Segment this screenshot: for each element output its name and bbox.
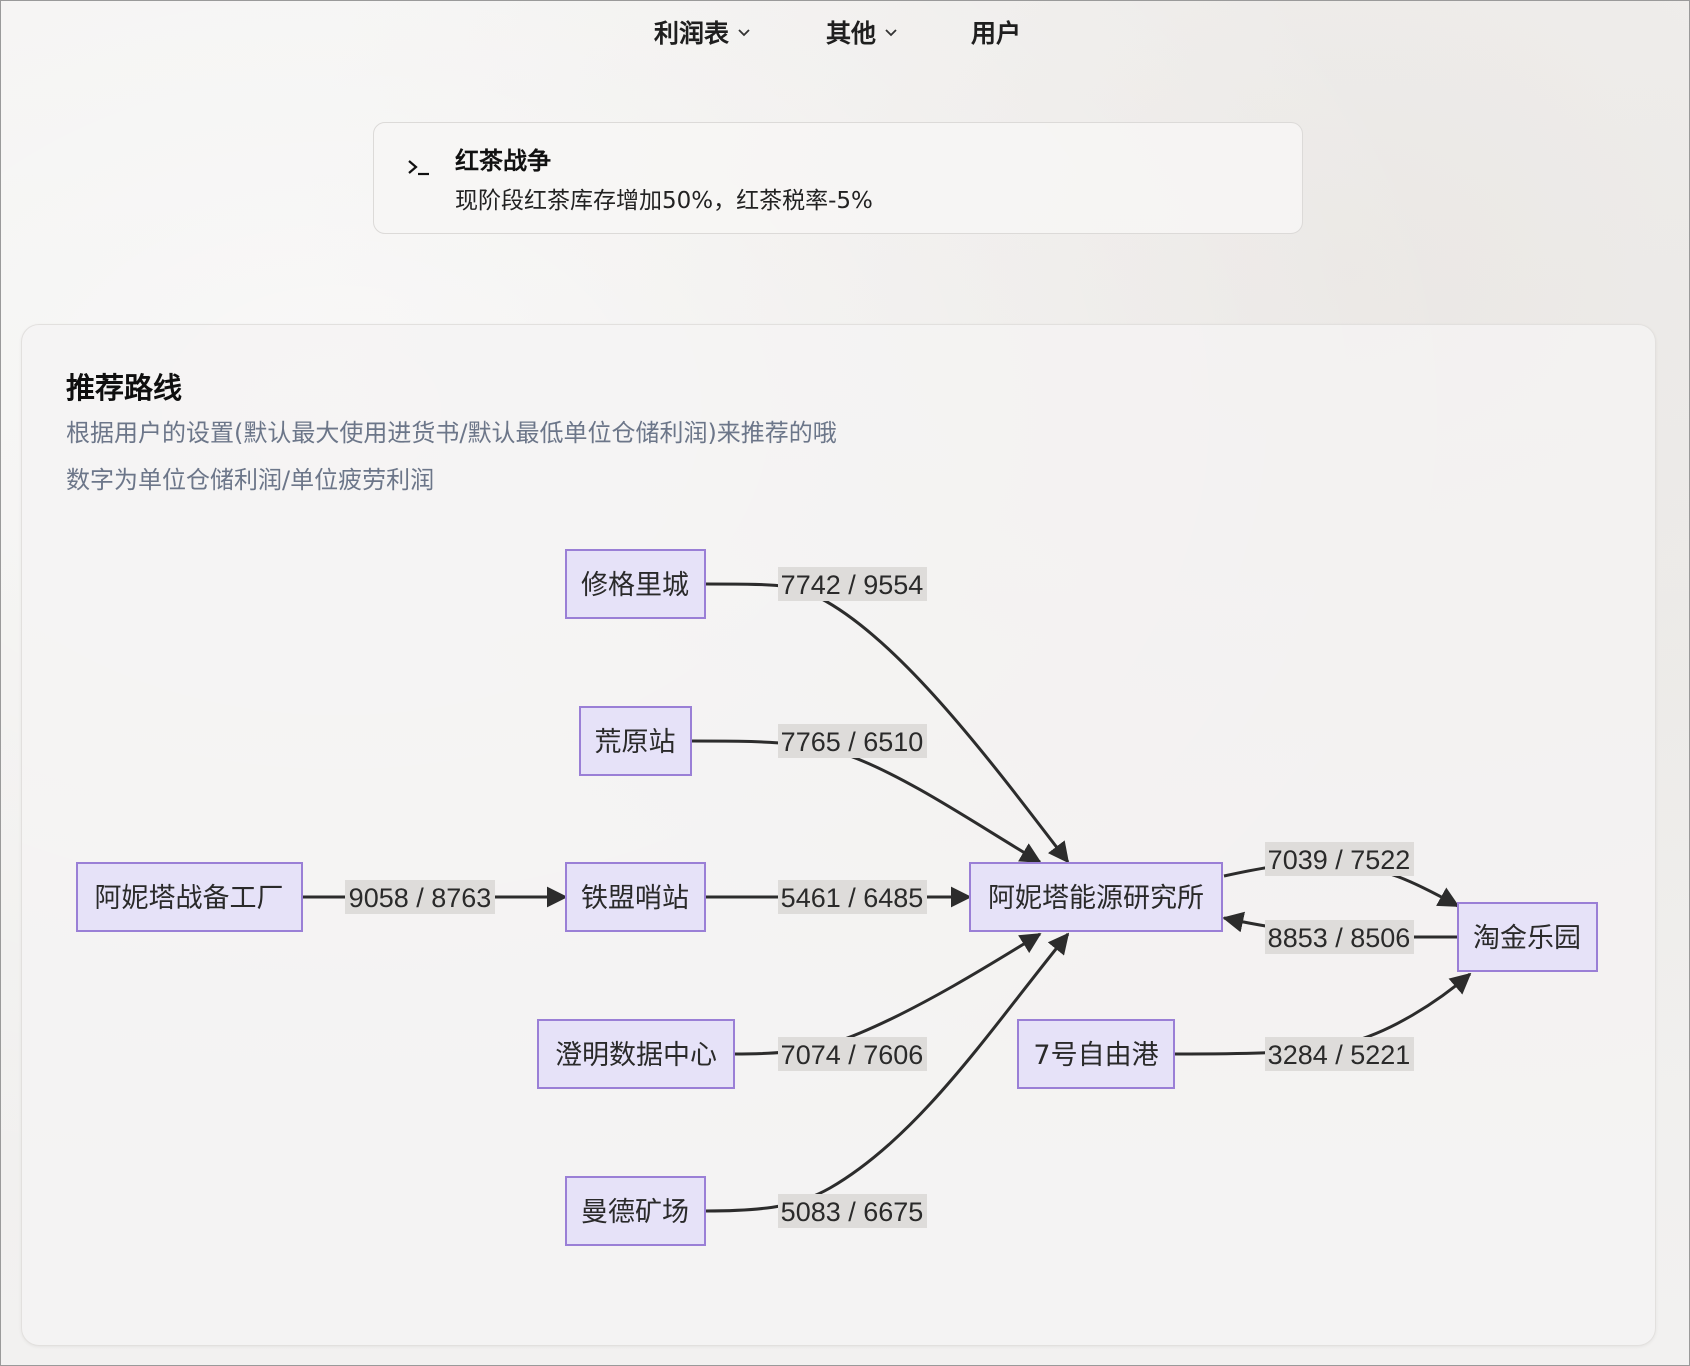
- nav-item-other[interactable]: 其他: [826, 14, 898, 50]
- node-label: 淘金乐园: [1473, 923, 1581, 954]
- nav-item-label: 利润表: [654, 19, 730, 48]
- route-legend-note: 数字为单位仓储利润/单位疲劳利润: [66, 466, 435, 494]
- diagram-edge-labels: 7742 / 9554 7765 / 6510 9058 / 8763 5461…: [345, 567, 1414, 1228]
- edge-label: 7742 / 9554: [781, 570, 924, 600]
- edge-label: 8853 / 8506: [1268, 923, 1411, 953]
- route-subtitle: 根据用户的设置(默认最大使用进货书/默认最低单位仓储利润)来推荐的哦: [66, 419, 837, 447]
- node-label: 7号自由港: [1033, 1040, 1158, 1071]
- edge-label: 9058 / 8763: [349, 883, 492, 913]
- node-label: 曼德矿场: [581, 1197, 689, 1228]
- terminal-icon: [408, 160, 429, 176]
- nav-item-user[interactable]: 用户: [971, 14, 1021, 50]
- edge-label: 7039 / 7522: [1268, 845, 1411, 875]
- event-description: 现阶段红茶库存增加50%，红茶税率-5%: [455, 188, 873, 214]
- node-chengming[interactable]: 澄明数据中心: [537, 1019, 735, 1089]
- nav-item-profit-table[interactable]: 利润表: [654, 14, 751, 50]
- edge-chengming-to-anita-lab: [733, 932, 1042, 1056]
- event-card: 红茶战争 现阶段红茶库存增加50%，红茶税率-5%: [373, 122, 1303, 234]
- route-title: 推荐路线: [66, 371, 183, 405]
- node-label: 澄明数据中心: [555, 1040, 717, 1071]
- event-title: 红茶战争: [455, 147, 551, 175]
- edge-label: 3284 / 5221: [1268, 1040, 1411, 1070]
- edge-xiugeli-to-anita-lab: [704, 582, 1070, 864]
- edge-label: 5083 / 6675: [781, 1197, 924, 1227]
- edge-label: 7765 / 6510: [781, 727, 924, 757]
- edge-label: 5461 / 6485: [781, 883, 924, 913]
- node-port7[interactable]: 7号自由港: [1017, 1019, 1175, 1089]
- edge-mande-to-anita-lab: [705, 932, 1070, 1213]
- diagram-nodes: 修格里城 荒原站 阿妮塔战备工厂 铁盟哨站 澄明数据中心 曼德矿场 阿妮塔能源研…: [76, 549, 1598, 1246]
- node-anita-lab[interactable]: 阿妮塔能源研究所: [969, 862, 1223, 932]
- node-tiemeng[interactable]: 铁盟哨站: [565, 862, 706, 932]
- nav-item-label: 其他: [826, 19, 877, 48]
- chevron-down-icon: [738, 29, 750, 37]
- nav-item-label: 用户: [971, 19, 1022, 48]
- node-mande[interactable]: 曼德矿场: [565, 1176, 706, 1246]
- chevron-down-icon: [885, 29, 897, 37]
- node-taojin[interactable]: 淘金乐园: [1457, 902, 1598, 972]
- node-anita-factory[interactable]: 阿妮塔战备工厂: [76, 862, 303, 932]
- node-label: 阿妮塔能源研究所: [988, 883, 1204, 914]
- node-label: 荒原站: [595, 727, 676, 758]
- edge-label: 7074 / 7606: [781, 1040, 924, 1070]
- node-xiugeli[interactable]: 修格里城: [565, 549, 706, 619]
- node-huangyuan[interactable]: 荒原站: [579, 706, 692, 776]
- node-label: 铁盟哨站: [581, 883, 689, 914]
- node-label: 阿妮塔战备工厂: [95, 883, 284, 914]
- recommended-route-panel: 推荐路线 根据用户的设置(默认最大使用进货书/默认最低单位仓储利润)来推荐的哦 …: [21, 324, 1656, 1346]
- node-label: 修格里城: [581, 570, 689, 601]
